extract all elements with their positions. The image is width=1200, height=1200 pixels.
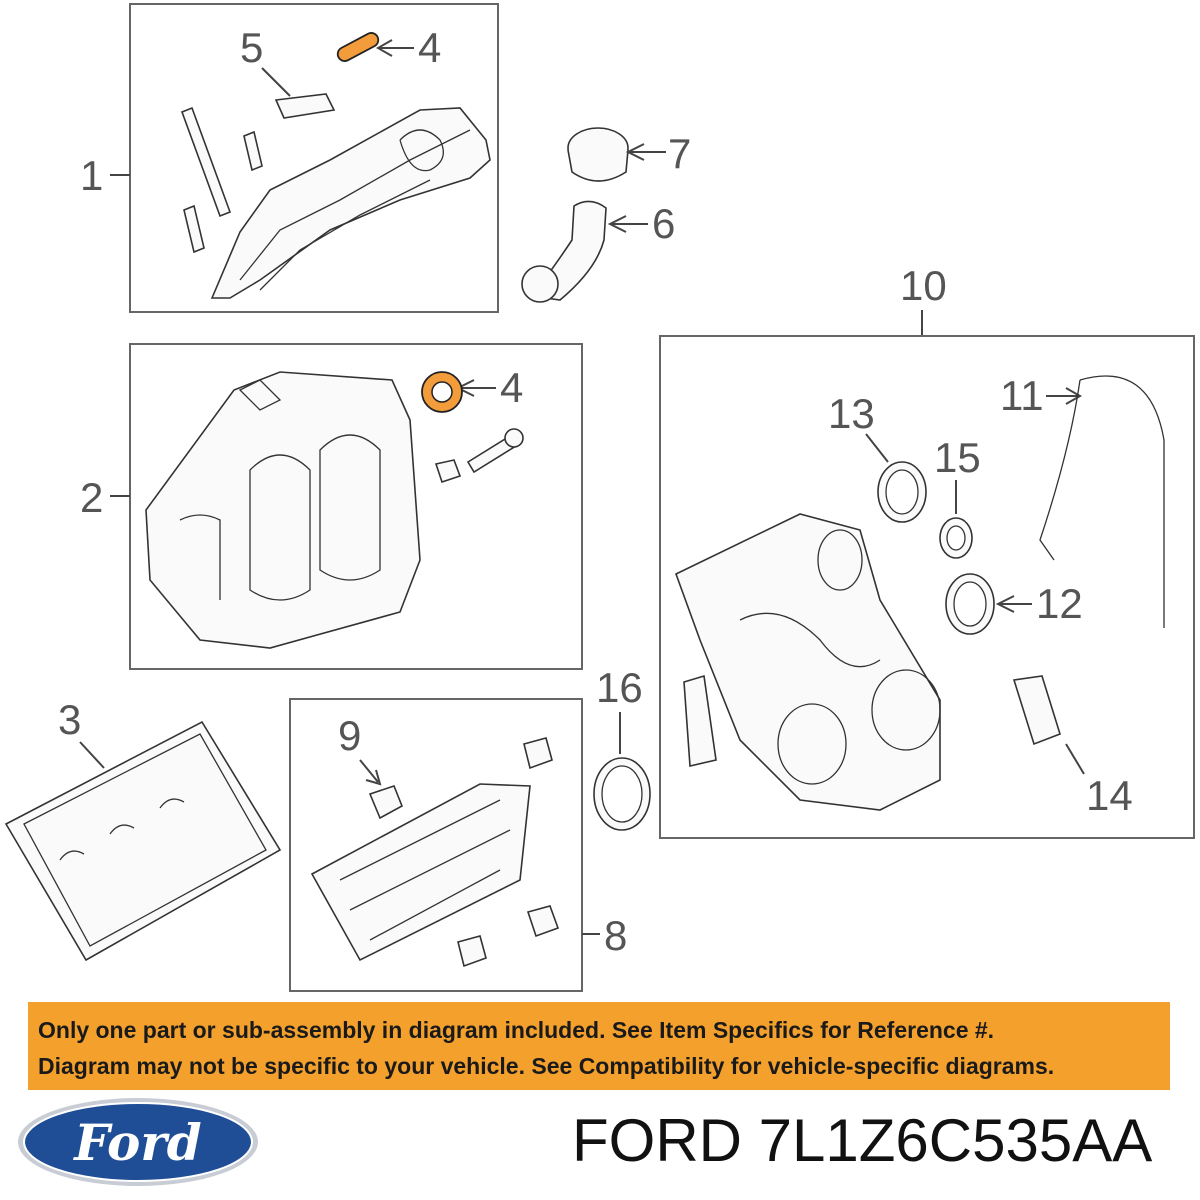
front-cover-rib [739,612,881,668]
ford-logo-oval [23,1102,253,1182]
leader-3 [79,741,105,769]
part-cap [434,459,462,484]
valve-cover-ribs [239,129,471,291]
group-intake-manifold: 2 4 [80,343,583,670]
part-10-front-cover [675,513,941,811]
part-12-seal-inner [953,581,987,627]
ford-logo-text: Ford [72,1113,201,1172]
highlighted-seal-tube [336,32,380,62]
callout-3: 3 [58,696,81,743]
part-8-shield [310,783,531,962]
box-intake-manifold [129,343,583,670]
part-9-grommet [368,785,404,820]
ford-logo: Ford [18,1098,258,1186]
callout-10: 10 [900,262,947,309]
group-valve-cover: 1 5 4 [80,3,499,313]
group-oil-filler: 7 6 [521,127,691,303]
front-cover-bore-1 [777,703,847,785]
box-front-cover [659,335,1195,839]
front-cover-bore-2 [871,669,941,751]
part-bolt-head [504,428,524,448]
highlighted-seal-ring-hole [431,381,453,403]
callout-1: 1 [80,152,103,199]
part-number: FORD 7L1Z6C535AA [572,1107,1153,1174]
part-16-oring-inner [601,765,643,823]
part-13-seal-inner [885,469,919,515]
box-shield [289,698,583,992]
callout-11: 11 [1000,372,1044,419]
part-14-gasket [1012,675,1061,746]
notice-line-1: Only one part or sub-assembly in diagram… [38,1017,995,1043]
leader-4-mid [455,379,496,397]
part-5-seal [274,93,336,119]
part-3-gasket [4,720,282,962]
part-stud-short [243,130,263,172]
group-front-cover: 10 13 15 11 12 14 [659,262,1195,839]
leader-5 [261,67,291,97]
leader-11 [1046,387,1083,405]
leader-12 [995,595,1032,613]
callout-13: 13 [828,390,875,437]
part-grommet-2 [523,737,553,770]
leader-9 [359,759,382,786]
part-1-valve-cover [210,107,491,299]
notice-line-2: Diagram may not be specific to your vehi… [38,1053,1055,1079]
leader-4-top [375,39,414,57]
callout-9: 9 [338,712,361,759]
part-stud-long [180,106,232,218]
front-cover-bore-3 [817,529,863,591]
callout-5: 5 [240,24,263,71]
manifold-runners [179,379,381,601]
group-gasket: 3 [4,696,282,962]
group-oring: 16 [593,664,651,831]
callout-7: 7 [668,130,691,177]
shield-ribs [339,799,511,941]
part-7-oil-cap-base [567,149,629,182]
part-grommet-4 [457,935,487,968]
callout-6: 6 [652,200,675,247]
gasket-inner [23,733,267,947]
callout-15: 15 [934,434,981,481]
leader-7 [625,143,666,161]
callout-12: 12 [1036,580,1083,627]
part-6-flange [521,265,559,303]
notice-banner: Only one part or sub-assembly in diagram… [28,1002,1170,1090]
callout-8: 8 [604,912,627,959]
part-2-intake-manifold [145,371,421,649]
leader-13 [865,433,889,463]
box-valve-cover [129,3,499,313]
callout-16: 16 [596,664,643,711]
group-shield: 9 8 [289,698,627,992]
part-grommet-3 [526,905,560,938]
callout-14: 14 [1086,772,1133,819]
leader-14 [1065,743,1085,775]
part-sensor [683,674,717,767]
leader-6 [607,215,648,233]
part-stud-small [183,204,205,254]
part-11-gasket [1039,375,1165,628]
callout-4-top: 4 [418,24,441,71]
part-15-seal-inner [946,525,966,551]
callout-4-mid: 4 [500,364,523,411]
callout-2: 2 [80,474,103,521]
